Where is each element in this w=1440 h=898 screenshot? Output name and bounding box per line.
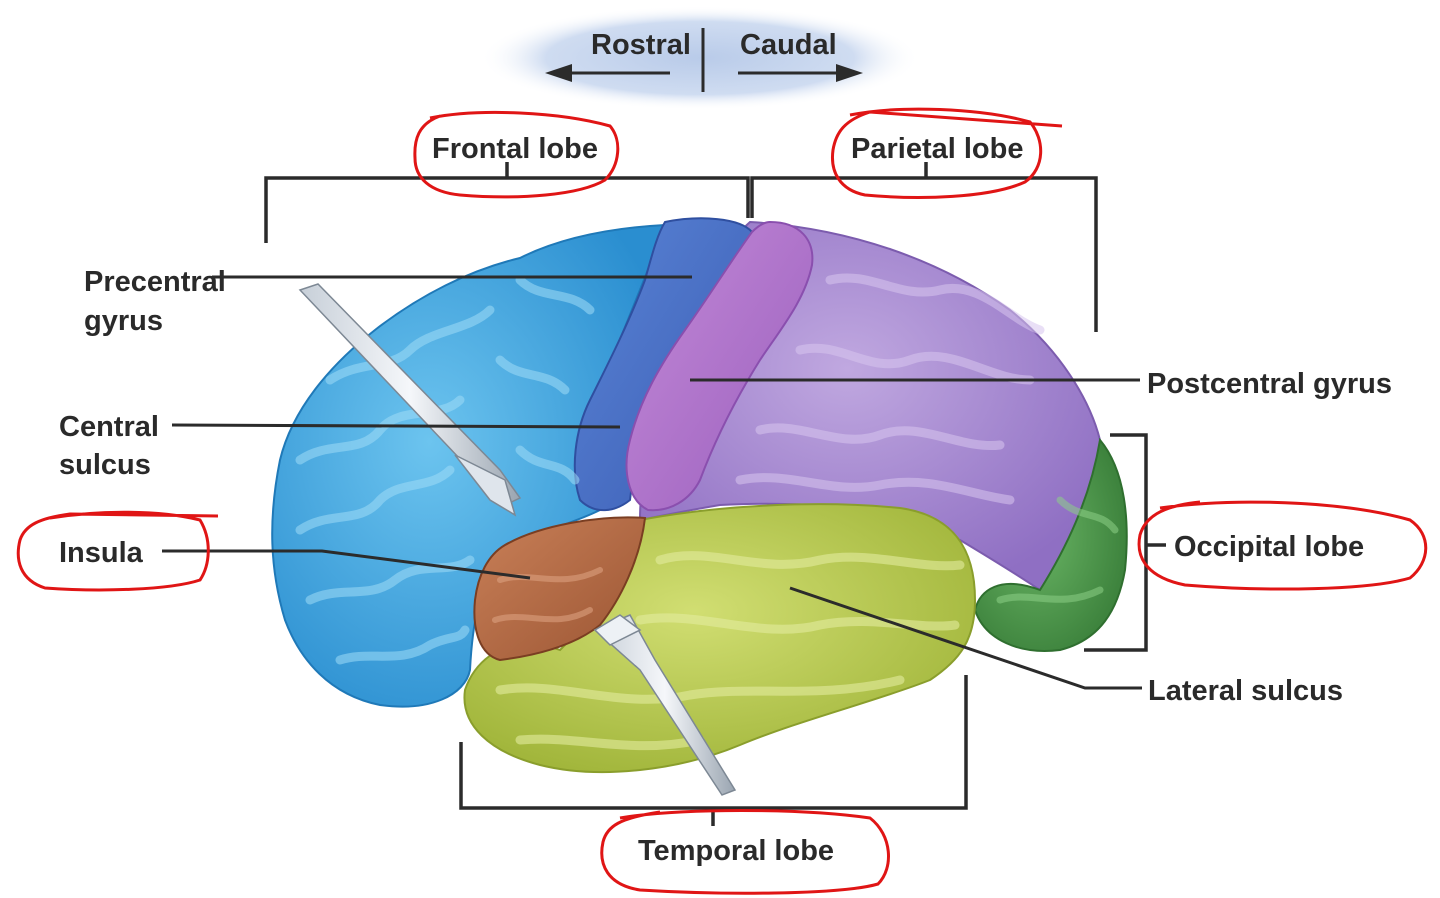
- central-sulcus-label-line2: sulcus: [59, 449, 151, 481]
- precentral-gyrus-label-line1: Precentral: [84, 266, 226, 298]
- postcentral-gyrus-label: Postcentral gyrus: [1147, 368, 1392, 400]
- insula-label: Insula: [59, 537, 144, 569]
- precentral-gyrus-label-line2: gyrus: [84, 305, 163, 337]
- temporal-lobe-label: Temporal lobe: [638, 835, 834, 867]
- orientation-halo: [480, 6, 920, 110]
- caudal-label: Caudal: [740, 29, 837, 61]
- parietal-lobe-label: Parietal lobe: [851, 133, 1023, 165]
- central-sulcus-label-line1: Central: [59, 411, 159, 443]
- central-sulcus-leader: [172, 425, 620, 427]
- occipital-lobe-label: Occipital lobe: [1174, 531, 1364, 563]
- frontal-lobe-label: Frontal lobe: [432, 133, 598, 165]
- lateral-sulcus-label: Lateral sulcus: [1148, 675, 1343, 707]
- rostral-label: Rostral: [591, 29, 691, 61]
- brain-illustration: [272, 218, 1127, 795]
